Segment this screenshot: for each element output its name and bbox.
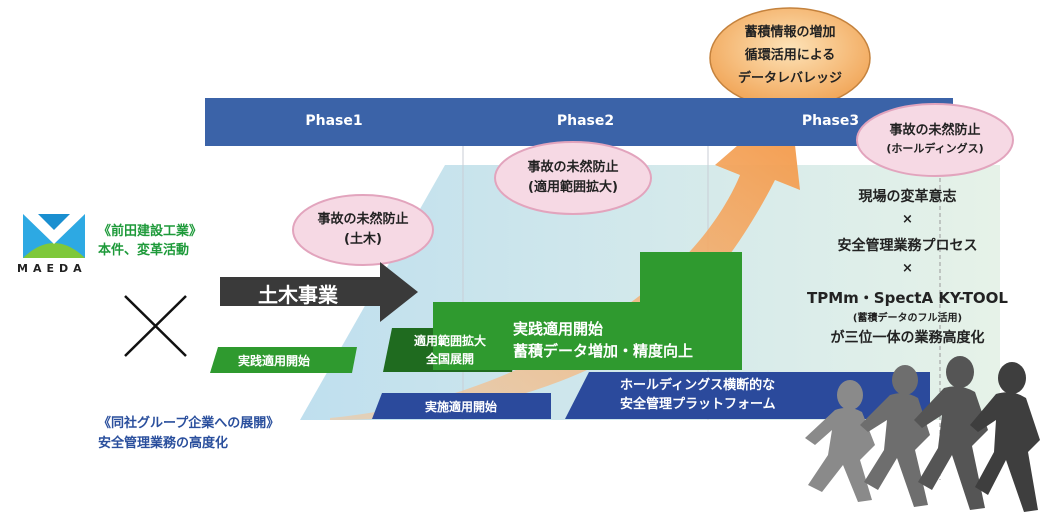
step3-label: 実践適用開始 蓄積データ増加・精度向上 <box>513 318 693 362</box>
step1-label: 実践適用開始 <box>238 354 311 368</box>
bubble-3-line-2: (ホールディングス) <box>886 142 984 155</box>
goal-line-2: 循環活用による <box>744 48 836 63</box>
hd2-shape <box>565 372 930 419</box>
hd1-label: 実施適用開始 <box>425 400 498 414</box>
phase-1-label: Phase1 <box>305 113 363 129</box>
cross-line-2 <box>124 295 187 357</box>
group-subtitle: 安全管理業務の高度化 <box>98 436 229 451</box>
phase-2-label: Phase2 <box>556 113 615 129</box>
goal-text: 蓄積情報の増加 循環活用による データレバレッジ <box>710 21 870 90</box>
group-title: 《同社グループ企業への展開》 <box>98 416 280 431</box>
company-activity: 本件、変革活動 <box>98 243 190 258</box>
logo-text: MAEDA <box>17 262 87 275</box>
step2-label: 適用範囲拡大 全国展開 <box>385 332 515 368</box>
step3-shape <box>433 252 742 370</box>
company-name: 《前田建設工業》 <box>98 224 203 239</box>
bubble-1-line-2: (土木) <box>344 232 382 247</box>
step3-line-2: 蓄積データ増加・精度向上 <box>513 342 694 360</box>
right-line-4: (蓄積データのフル活用) <box>852 313 963 324</box>
bubble-2: 事故の未然防止 (適用範囲拡大) <box>495 158 651 198</box>
running-people-silhouette <box>805 356 1040 512</box>
step3-line-1: 実践適用開始 <box>513 320 604 338</box>
hd2-line-2: 安全管理プラットフォーム <box>620 397 776 412</box>
hd2-label: ホールディングス横断的な 安全管理プラットフォーム <box>620 376 776 414</box>
bubble-3: 事故の未然防止 (ホールディングス) <box>857 122 1013 158</box>
goal-line-1: 蓄積情報の増加 <box>744 25 836 40</box>
right-line-1: 現場の変革意志 <box>858 189 957 205</box>
bubble-3-line-1: 事故の未然防止 <box>889 123 981 138</box>
right-line-5: が三位一体の業務高度化 <box>830 330 985 346</box>
bubble-2-line-1: 事故の未然防止 <box>527 160 619 175</box>
hd2-line-1: ホールディングス横断的な <box>620 378 776 393</box>
right-cross-2: × <box>902 261 913 276</box>
doboku-label: 土木事業 <box>258 283 338 307</box>
bubble-3-shape <box>856 103 1014 177</box>
phase-3-label: Phase3 <box>801 113 860 129</box>
right-line-2: 安全管理業務プロセス <box>837 238 978 254</box>
bubble-1-line-1: 事故の未然防止 <box>317 212 409 227</box>
right-cross-1: × <box>902 212 913 227</box>
bubble-2-shape <box>494 141 652 215</box>
step1-shape <box>210 347 357 373</box>
step2-line-2: 全国展開 <box>425 352 474 366</box>
right-line-3: TPMm・SpectA KY-TOOL <box>807 289 1008 307</box>
step2-line-1: 適用範囲拡大 <box>413 334 486 348</box>
doboku-arrow-shape <box>220 262 418 322</box>
bubble-1-shape <box>292 194 434 266</box>
phase-bar <box>205 98 953 146</box>
bubble-2-line-2: (適用範囲拡大) <box>528 180 618 195</box>
maeda-m-logo <box>23 214 85 258</box>
goal-line-3: データレバレッジ <box>737 71 842 86</box>
bubble-1: 事故の未然防止 (土木) <box>293 210 433 250</box>
hd1-shape <box>372 393 551 419</box>
